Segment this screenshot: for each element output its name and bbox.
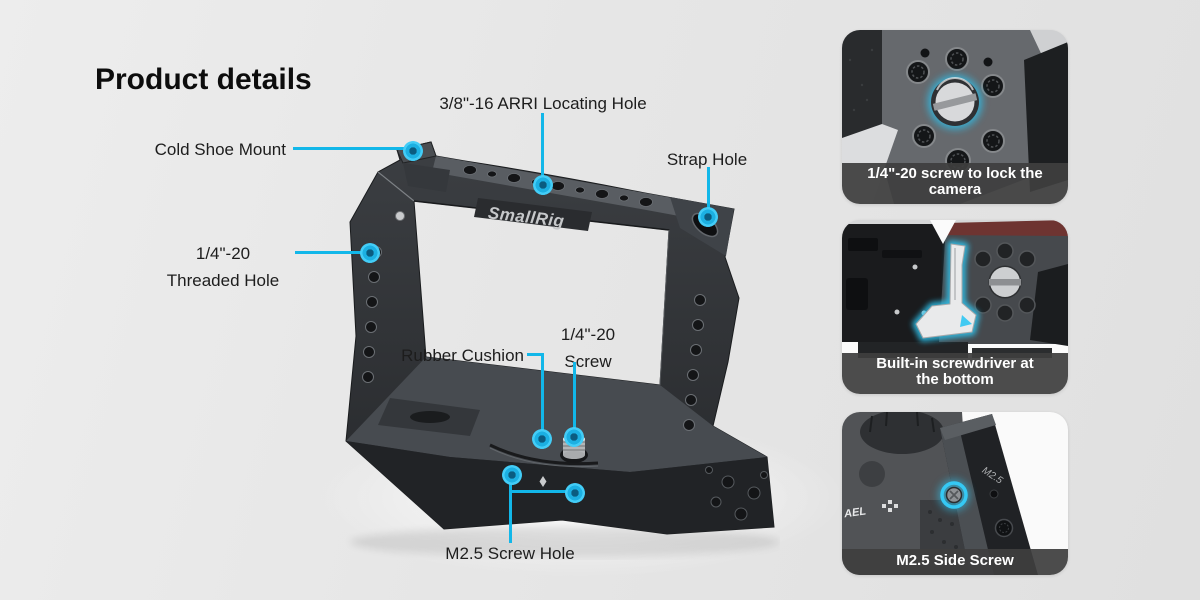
side-pin [395,211,405,221]
callout-label-strap-hole: Strap Hole [666,150,748,169]
callout-dot [403,141,423,161]
callout-dot [532,429,552,449]
four-dot-icon [882,500,898,512]
camera-cage-illustration: SmallRig [345,141,780,557]
callout-line [295,251,368,254]
feature-panel-screwdriver: Built-in screwdriver at the bottom [842,220,1068,394]
camera-ael-button-label: AEL [842,505,867,520]
panel-caption: M2.5 Side Screw [842,549,1068,575]
callout-line [541,113,544,185]
logo-plate [474,198,592,231]
callout-line [527,353,544,356]
callout-label-m25-screw-hole: M2.5 Screw Hole [445,544,575,563]
cold-shoe-arm [403,163,450,192]
feature-panel-lock-screw: 1/4"-20 screw to lock the camera [842,30,1068,204]
callout-label-cold-shoe-mount: Cold Shoe Mount [154,140,286,159]
callout-label-threaded-hole: 1/4"-20 Threaded Hole [166,244,280,290]
panel-image-lock-screw [842,30,1068,204]
callout-line [707,167,710,217]
rubber-cushion-arc [489,443,599,466]
callout-line [573,362,576,437]
callout-label-arri-locating-hole: 3/8"-16 ARRI Locating Hole [439,94,647,113]
callout-line [541,353,544,439]
callout-dot [502,465,522,485]
callout-label-quarter-screw: 1/4"-20 Screw [560,325,616,371]
base-front-face [346,441,774,534]
screwdriver-body [915,243,977,339]
cage-floor-shadow [350,527,780,557]
callout-dot [564,427,584,447]
feature-panel-side-screw: AEL M2.5 M2.5 Side Screw [842,412,1068,575]
base-top-face [346,357,767,472]
callout-line [509,477,512,543]
panel-image-side-screw: AEL M2.5 [842,412,1068,575]
right-column-holes [683,294,706,431]
callout-line [510,490,575,493]
bottom-block-holes [705,466,768,521]
panel-caption: Built-in screwdriver at the bottom [842,352,1068,394]
diamond-mark [539,476,547,487]
section-title: Product details [95,63,312,97]
callout-dot [565,483,585,503]
panel-caption: 1/4"-20 screw to lock the camera [842,162,1068,204]
callout-line [293,147,411,150]
callout-dot [533,175,553,195]
callout-label-rubber-cushion: Rubber Cushion [401,346,524,365]
callout-dot [698,207,718,227]
callout-dot [360,243,380,263]
